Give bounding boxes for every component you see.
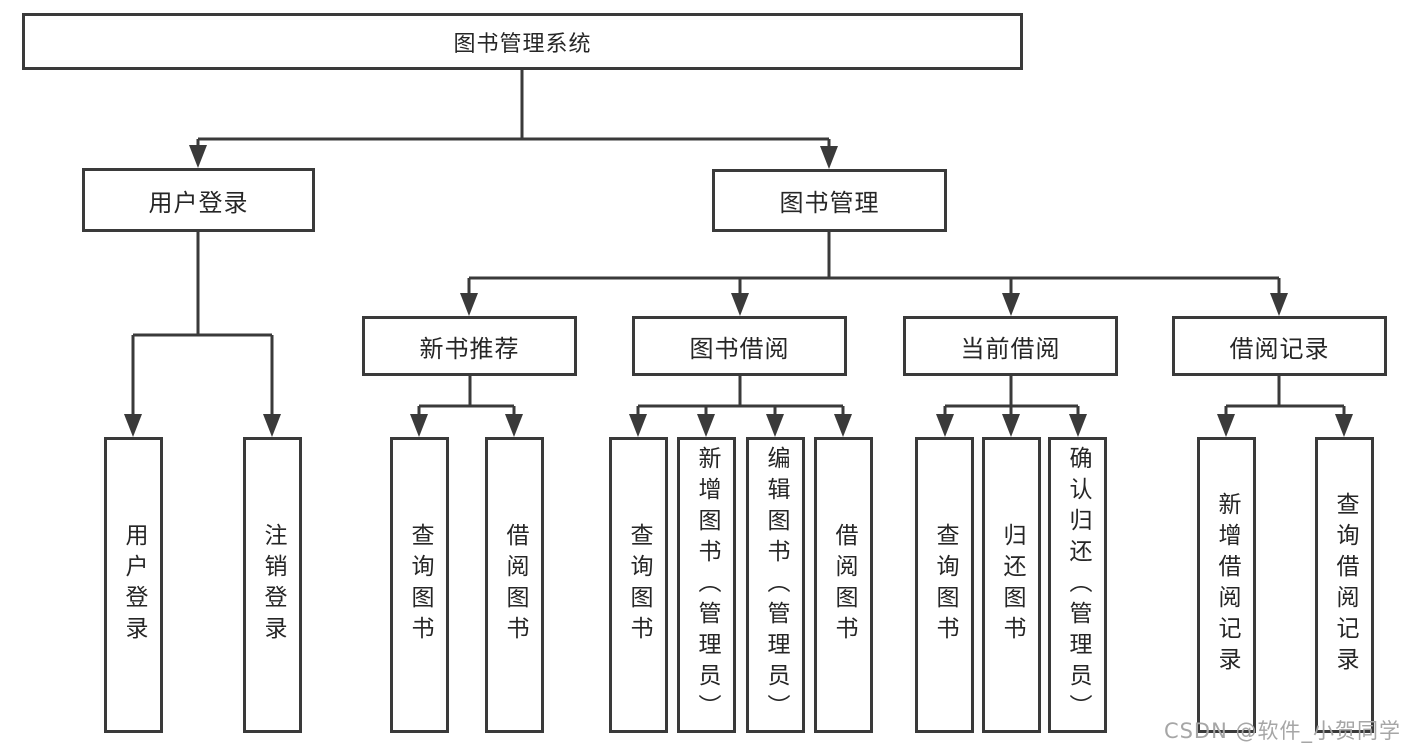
leaf-current-return-books: 归还图书: [982, 437, 1041, 733]
leaf-newrec-query-books: 查询图书: [390, 437, 449, 733]
arrowhead-icons: [124, 145, 1353, 437]
leaf-borrow-borrow-books: 借阅图书: [814, 437, 873, 733]
node-borrowing-records-label: 借阅记录: [1229, 334, 1330, 363]
leaf-newrec-borrow-books: 借阅图书: [485, 437, 544, 733]
node-book-management-label: 图书管理: [779, 189, 880, 217]
node-current-borrowing-label: 当前借阅: [960, 334, 1061, 363]
leaf-logout-label: 注销登录: [260, 523, 286, 647]
leaf-records-add-record: 新增借阅记录: [1197, 437, 1256, 733]
node-user-login-group: 用户登录: [82, 168, 315, 232]
leaf-newrec-query-books-label: 查询图书: [407, 523, 433, 647]
node-new-book-recommend: 新书推荐: [362, 316, 577, 376]
node-book-borrowing: 图书借阅: [632, 316, 847, 376]
leaf-current-query-books: 查询图书: [915, 437, 974, 733]
leaf-logout: 注销登录: [243, 437, 302, 733]
node-book-management: 图书管理: [712, 169, 947, 232]
leaf-borrow-add-books-admin-label: 新增图书（管理员）: [694, 445, 720, 725]
leaf-borrow-edit-books-admin: 编辑图书（管理员）: [746, 437, 805, 733]
leaf-borrow-query-books: 查询图书: [609, 437, 668, 733]
csdn-watermark: CSDN @软件_小贺同学: [1163, 719, 1401, 743]
leaf-current-query-books-label: 查询图书: [932, 523, 958, 647]
node-root-system: 图书管理系统: [22, 13, 1023, 70]
tree-edges: [131, 69, 1346, 419]
node-new-book-recommend-label: 新书推荐: [419, 334, 520, 363]
leaf-newrec-borrow-books-label: 借阅图书: [502, 523, 528, 647]
leaf-user-login-label: 用户登录: [121, 523, 147, 647]
leaf-records-query-record: 查询借阅记录: [1315, 437, 1374, 733]
leaf-borrow-edit-books-admin-label: 编辑图书（管理员）: [763, 445, 789, 725]
node-user-login-label: 用户登录: [148, 188, 249, 217]
leaf-records-add-record-label: 新增借阅记录: [1214, 492, 1240, 678]
node-book-borrowing-label: 图书借阅: [689, 334, 790, 363]
leaf-borrow-add-books-admin: 新增图书（管理员）: [677, 437, 736, 733]
leaf-current-confirm-return-admin: 确认归还（管理员）: [1048, 437, 1107, 733]
node-root-label: 图书管理系统: [453, 31, 592, 57]
leaf-user-login: 用户登录: [104, 437, 163, 733]
leaf-borrow-borrow-books-label: 借阅图书: [831, 523, 857, 647]
leaf-current-return-books-label: 归还图书: [999, 523, 1025, 647]
leaf-records-query-record-label: 查询借阅记录: [1332, 492, 1358, 678]
node-borrowing-records: 借阅记录: [1172, 316, 1387, 376]
node-current-borrowing: 当前借阅: [903, 316, 1118, 376]
leaf-borrow-query-books-label: 查询图书: [626, 523, 652, 647]
leaf-current-confirm-return-admin-label: 确认归还（管理员）: [1065, 445, 1091, 725]
